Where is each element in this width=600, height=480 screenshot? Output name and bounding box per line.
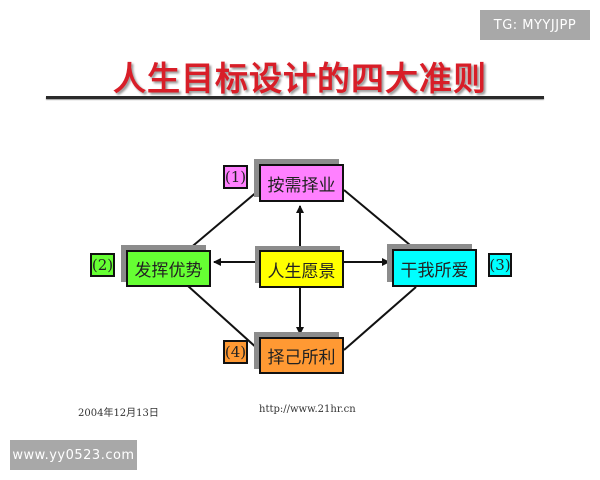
node-left-leverage-strengths: 发挥优势 [126,250,211,287]
watermark-bottom-left: www.yy0523.com [10,440,137,470]
watermark-top-right: TG: MYYJJPP [480,10,590,40]
line-right-bottom [343,286,417,351]
tag-4: (4) [223,340,248,364]
page-title: 人生目标设计的四大准则 [113,59,487,98]
tag-1: (1) [223,165,248,189]
node-center-life-vision: 人生愿景 [259,250,344,288]
tag-2: (2) [90,253,115,277]
node-top-choose-career: 按需择业 [259,164,344,202]
footer-url: http://www.21hr.cn [259,404,356,415]
line-left-bottom [187,285,260,351]
tag-3: (3) [488,253,512,277]
footer-date: 2004年12月13日 [78,408,159,419]
node-bottom-choose-benefit: 择己所利 [259,337,344,374]
node-right-do-what-i-love: 干我所爱 [392,249,477,287]
line-top-left [187,189,260,251]
line-top-right [343,189,417,251]
title-underline [46,96,544,99]
